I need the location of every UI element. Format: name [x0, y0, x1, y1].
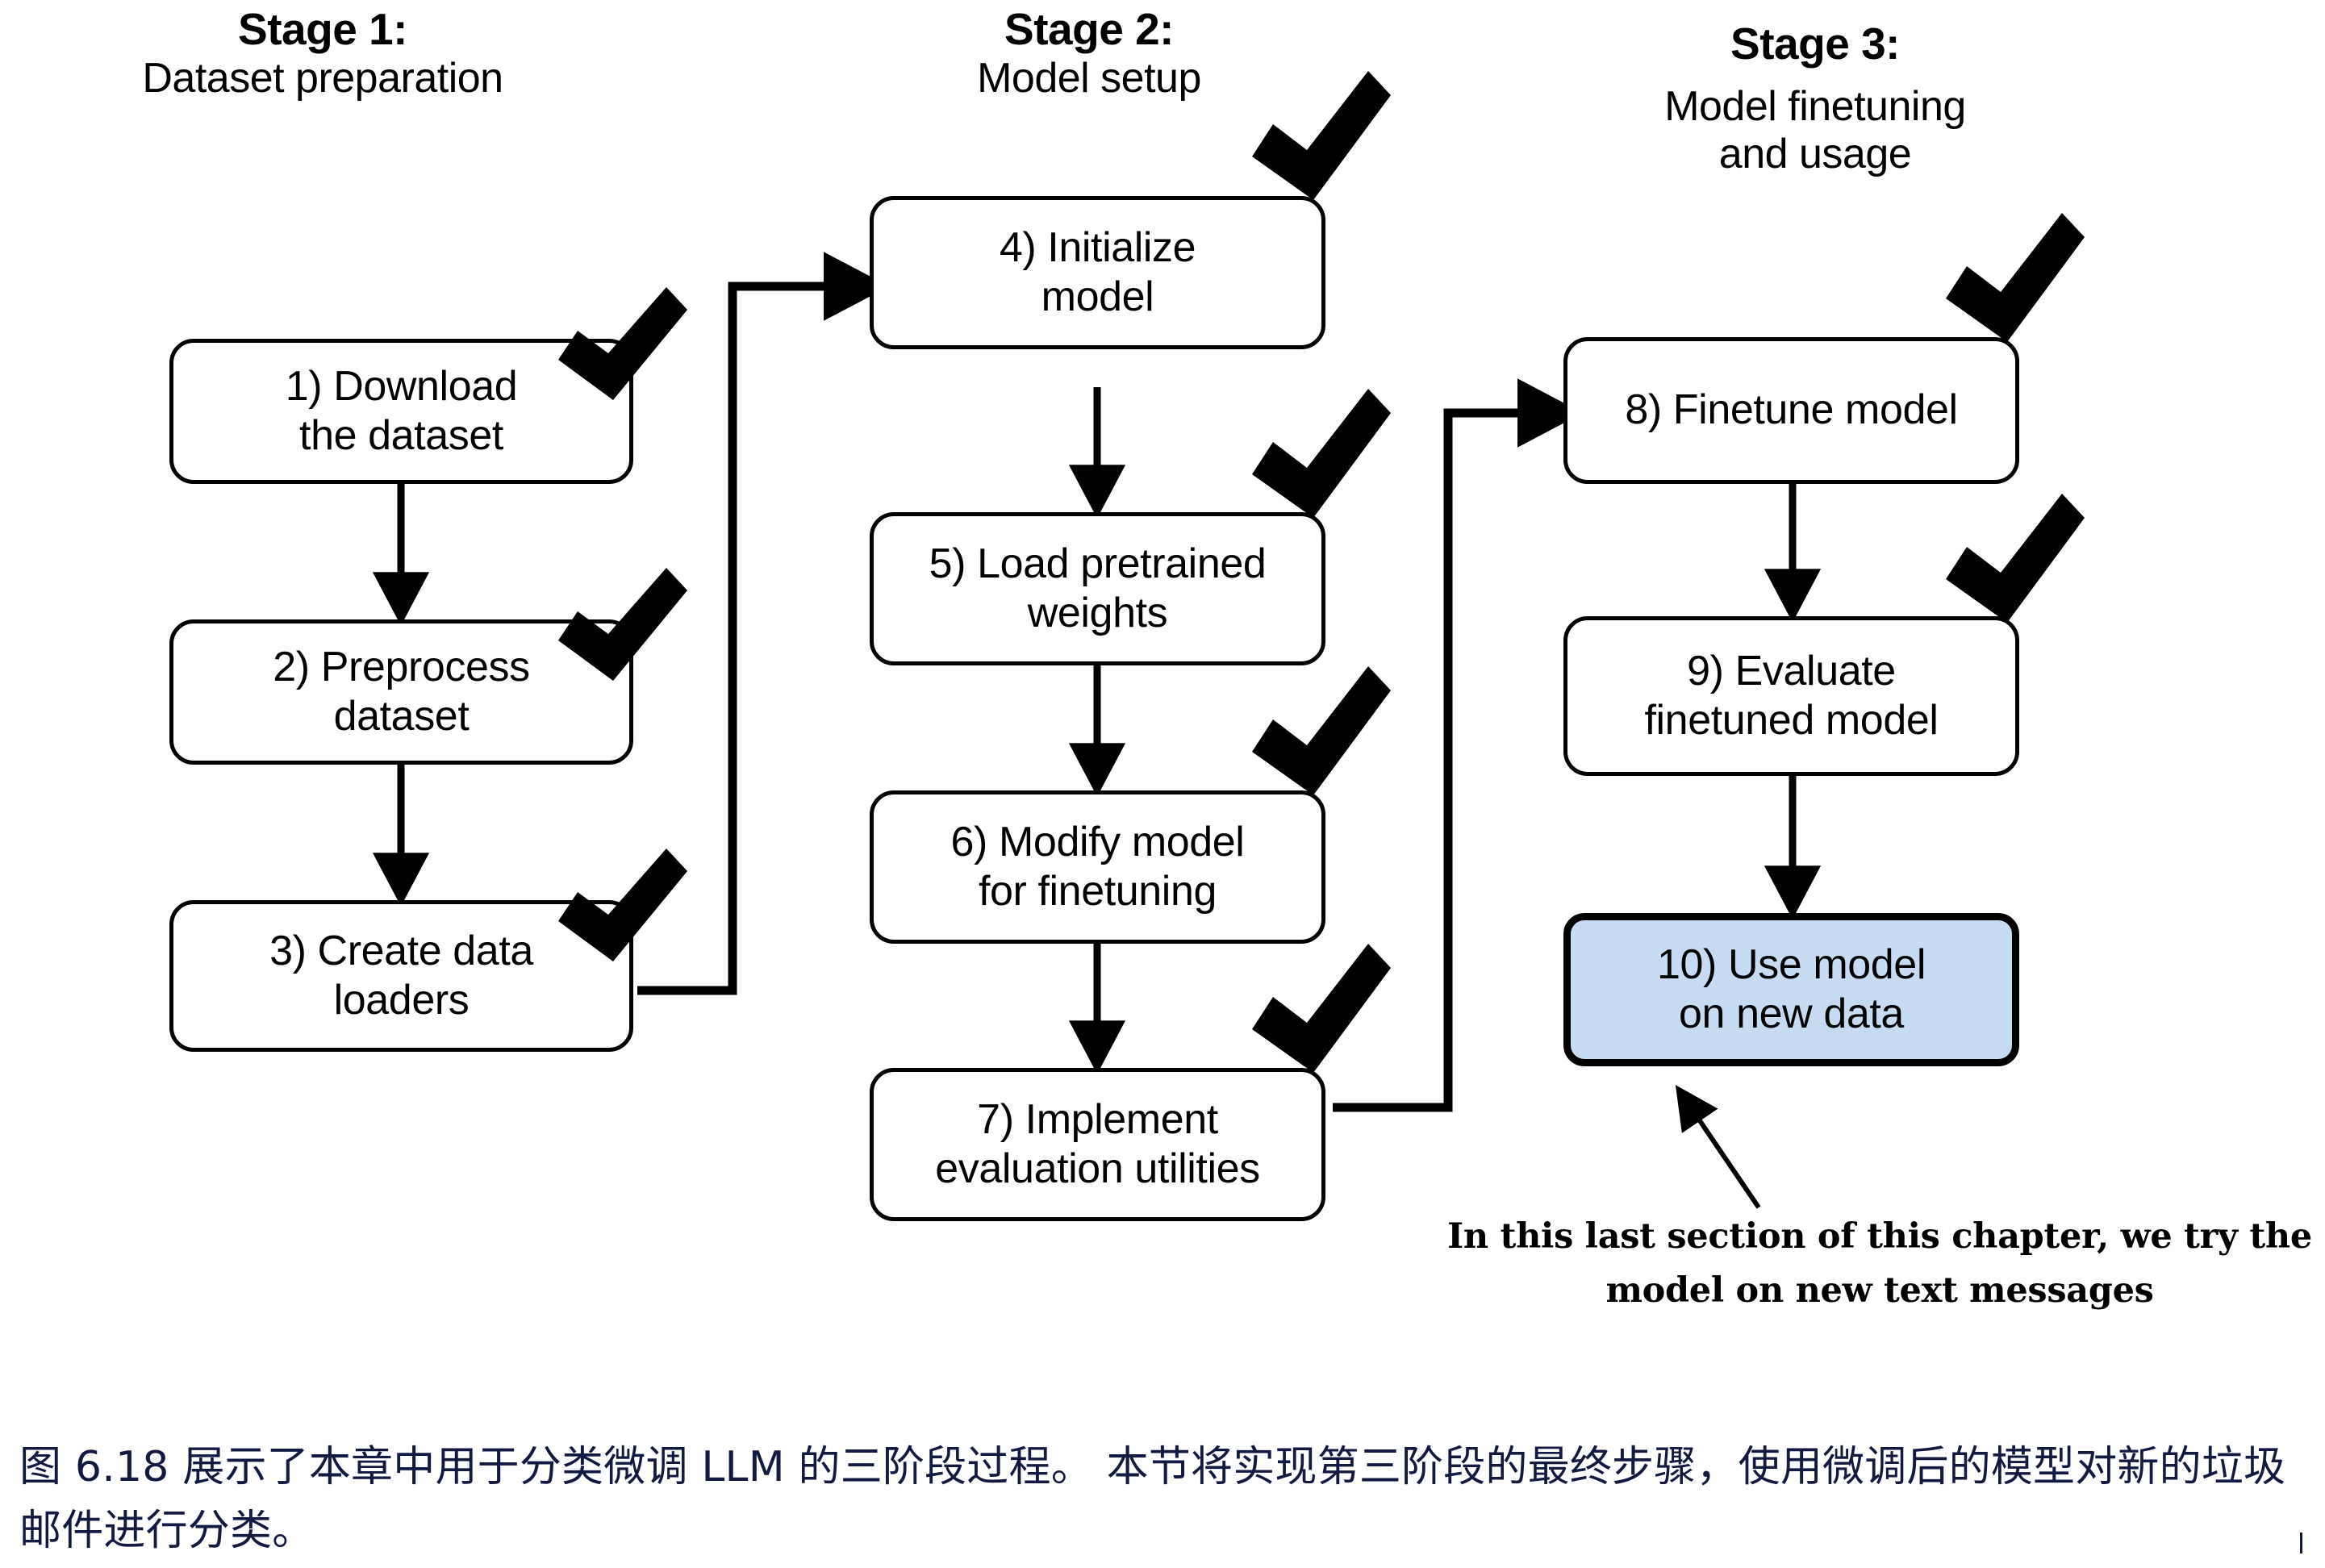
flow-node-label: 9) Evaluate finetuned model [1644, 647, 1939, 744]
stage-3-subtitle: Model finetuning and usage [1664, 83, 1966, 177]
stage-2-subtitle: Model setup [977, 54, 1201, 102]
flowchart-connectors [372, 252, 1822, 1209]
stage-header-1: Stage 1: Dataset preparation [48, 4, 597, 102]
annotation-text: In this last section of this chapter, we… [1447, 1216, 2312, 1311]
stage-header-3: Stage 3: Model finetuning and usage [1492, 5, 2138, 192]
flow-node-use-model-on-new-data[interactable]: 10) Use model on new data [1563, 913, 2019, 1066]
flow-node-download-dataset[interactable]: 1) Download the dataset [169, 339, 633, 484]
flow-node-label: 8) Finetune model [1625, 386, 1958, 434]
flow-node-label: 2) Preprocess dataset [273, 643, 530, 740]
flow-node-initialize-model[interactable]: 4) Initialize model [870, 196, 1325, 349]
flowchart-figure: Stage 1: Dataset preparation Stage 2: Mo… [48, 4, 2312, 1311]
flow-node-modify-model[interactable]: 6) Modify model for finetuning [870, 790, 1325, 944]
annotation-pointer-arrow [1675, 1085, 1761, 1209]
stage-1-subtitle: Dataset preparation [142, 54, 503, 102]
flow-node-label: 1) Download the dataset [285, 362, 518, 459]
stage-3-title: Stage 3: [1730, 18, 1900, 69]
connector-stage1-to-stage2 [637, 252, 890, 995]
stage-1-title: Stage 1: [238, 4, 407, 54]
stage-header-2: Stage 2: Model setup [807, 4, 1371, 102]
flow-node-evaluate-finetuned-model[interactable]: 9) Evaluate finetuned model [1563, 616, 2019, 776]
page-edge-tick [2300, 1533, 2302, 1553]
flow-node-label: 4) Initialize model [999, 223, 1196, 320]
stage-2-title: Stage 2: [1004, 4, 1174, 54]
flow-node-preprocess-dataset[interactable]: 2) Preprocess dataset [169, 619, 633, 765]
flow-node-label: 5) Load pretrained weights [929, 540, 1267, 636]
flow-node-implement-evaluation-utilities[interactable]: 7) Implement evaluation utilities [870, 1068, 1325, 1221]
flow-node-label: 6) Modify model for finetuning [950, 818, 1245, 915]
flow-node-finetune-model[interactable]: 8) Finetune model [1563, 337, 2019, 484]
flow-node-label: 10) Use model on new data [1657, 940, 1926, 1037]
flow-node-label: 7) Implement evaluation utilities [935, 1095, 1260, 1192]
flow-node-label: 3) Create data loaders [269, 927, 533, 1024]
connector-stage2-to-stage3 [1333, 378, 1584, 1112]
figure-caption: 图 6.18 展示了本章中用于分类微调 LLM 的三阶段过程。 本节将实现第三阶… [19, 1443, 2286, 1556]
flow-node-load-pretrained-weights[interactable]: 5) Load pretrained weights [870, 512, 1325, 665]
flow-node-create-dataloaders[interactable]: 3) Create data loaders [169, 900, 633, 1052]
